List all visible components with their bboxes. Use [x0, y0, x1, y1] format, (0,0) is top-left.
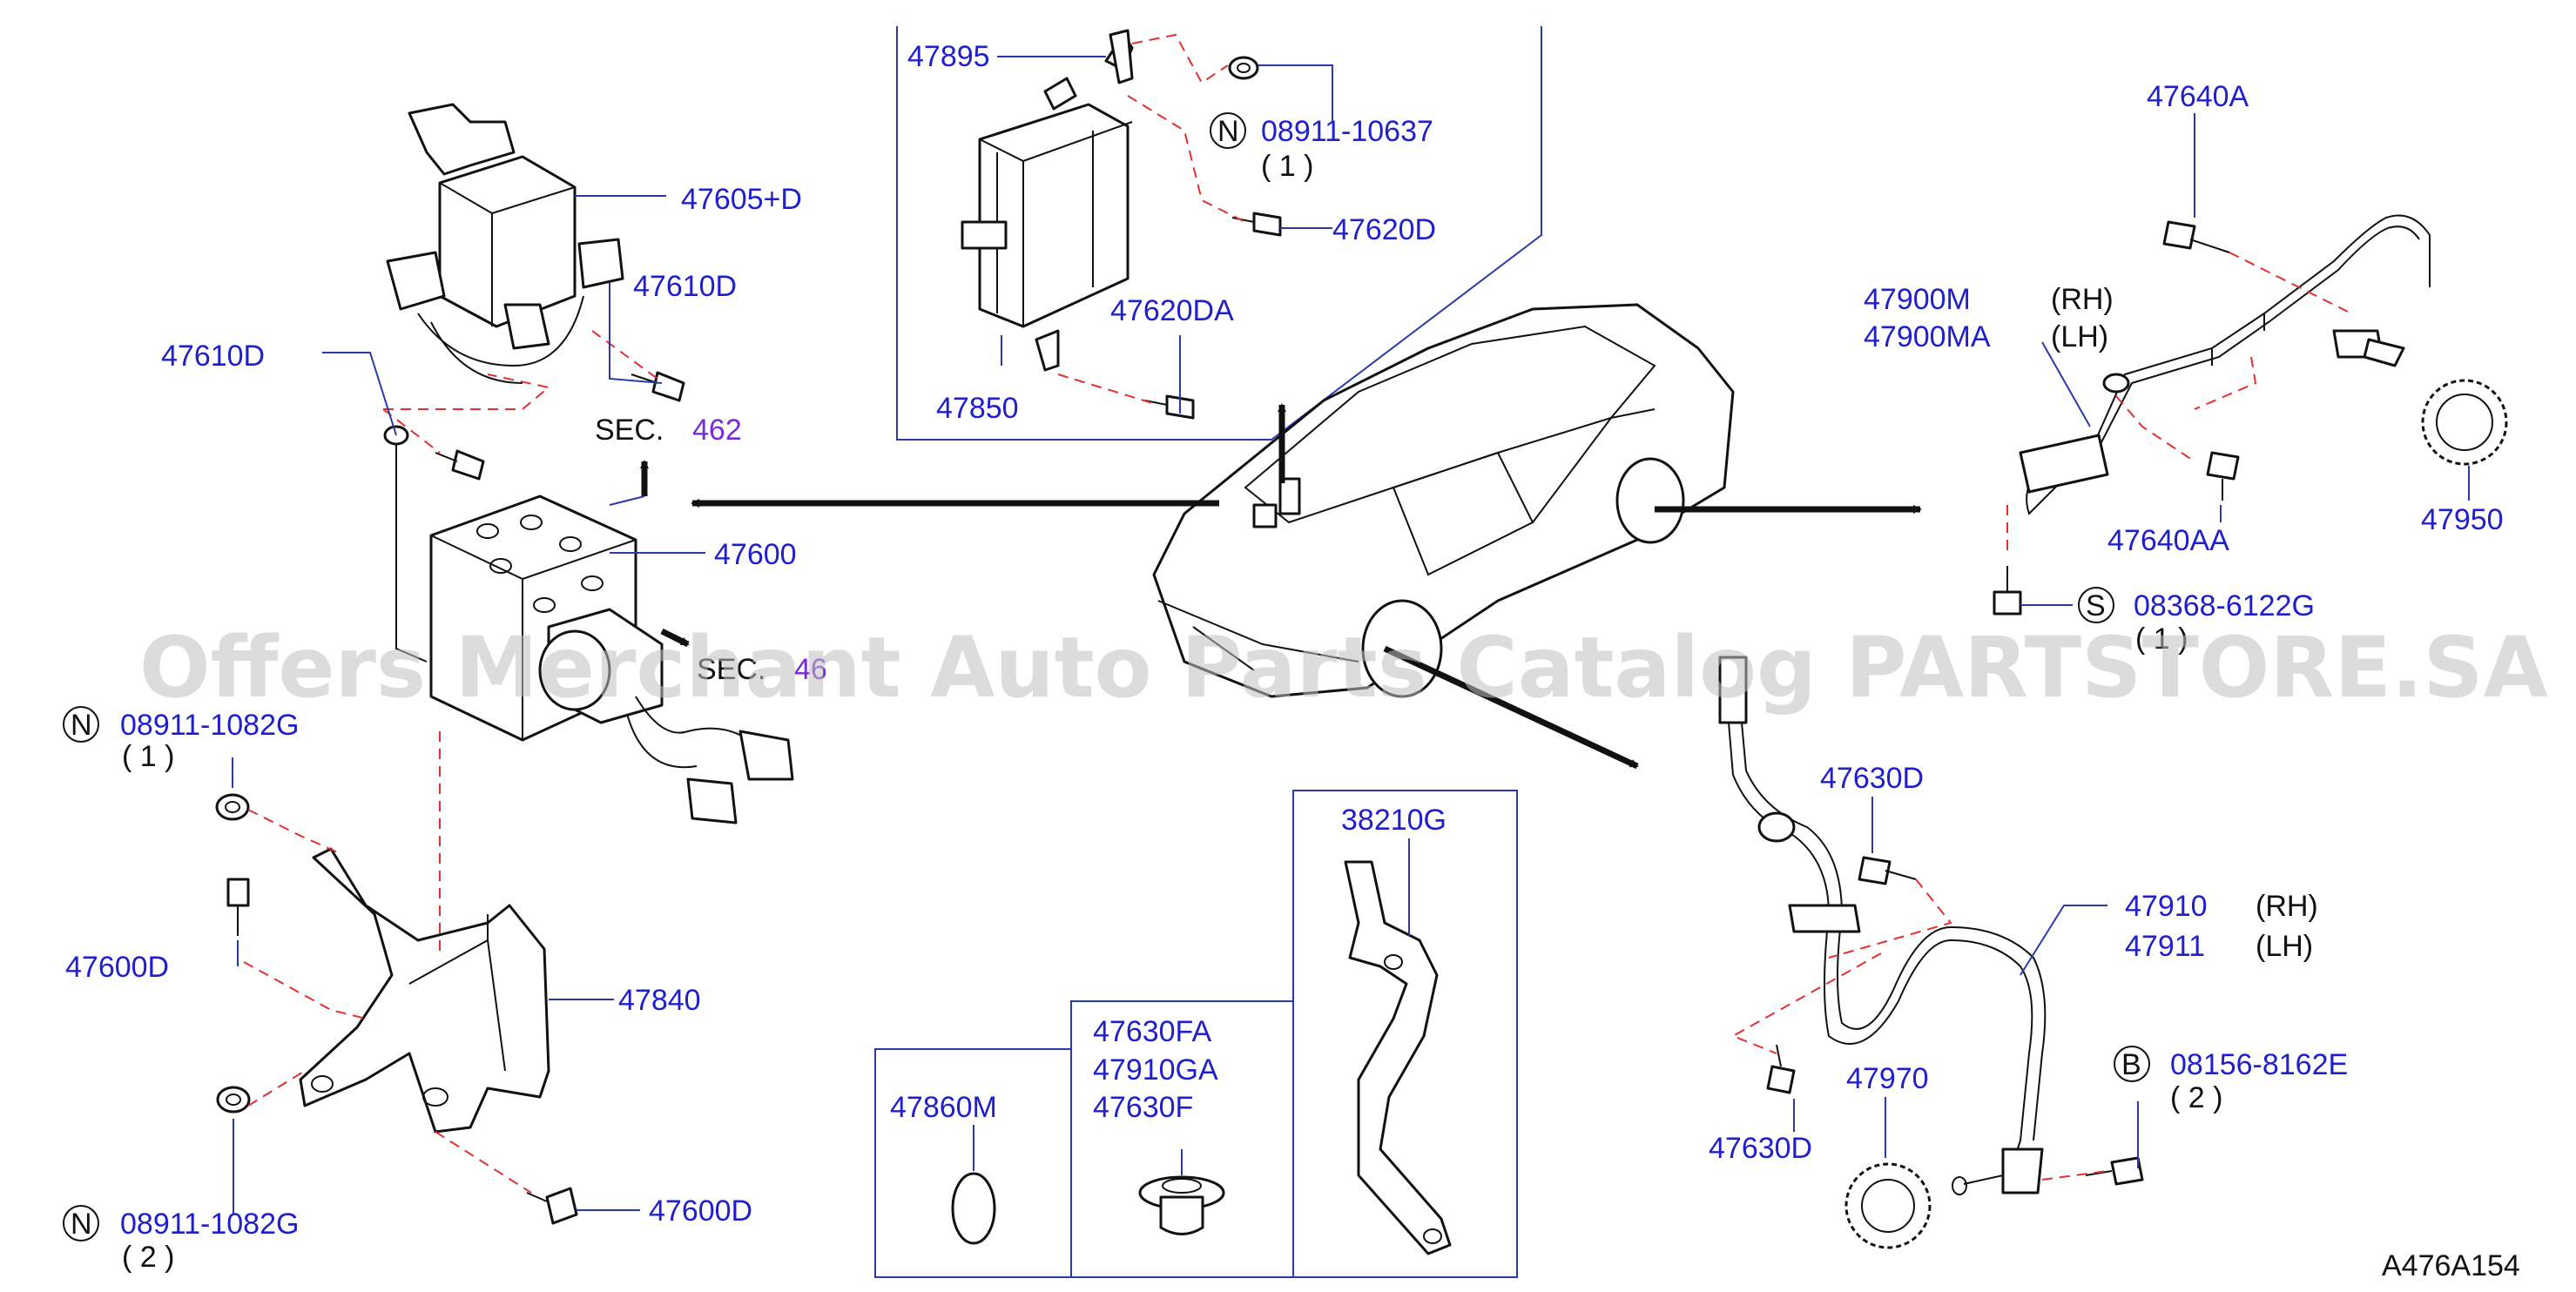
- label-47895[interactable]: 47895: [907, 40, 990, 73]
- bracket-rod-drawing: [395, 440, 428, 663]
- sensor-harness-drawing: [1718, 656, 2047, 1195]
- nut-drawing: [1228, 56, 1259, 80]
- control-unit-inset: 47895 N 08911-10637 ( 1 ) 47620D 47620DA…: [896, 26, 1542, 441]
- bracket-drawing: [1344, 860, 1452, 1255]
- side-47911: (LH): [2256, 930, 2313, 963]
- marker-n-letter: N: [1217, 115, 1239, 148]
- qty-08156-8162E: ( 2 ): [2170, 1081, 2222, 1114]
- bolt-drawing: [1858, 856, 1917, 885]
- marker-n: N: [63, 1205, 99, 1242]
- bottom-inset-boxes: 38210G 47630FA 47910GA 47630F 47860M: [874, 790, 1518, 1278]
- marker-s-letter: S: [2086, 589, 2106, 622]
- qty-08911-1082G: ( 2 ): [122, 1241, 174, 1274]
- marker-n-letter: N: [71, 709, 92, 742]
- marker-n: N: [1210, 112, 1246, 149]
- bracket-drawing: [299, 847, 550, 1134]
- label-47600D[interactable]: 47600D: [65, 951, 169, 984]
- side-47900M: (RH): [2051, 283, 2114, 316]
- label-08911-1082G[interactable]: 08911-1082G: [120, 1208, 299, 1241]
- nut-drawing: [215, 793, 250, 821]
- bolt-drawing: [526, 1187, 578, 1225]
- marker-n: N: [63, 706, 99, 743]
- bolt-drawing: [1766, 1044, 1796, 1094]
- label-47600[interactable]: 47600: [714, 538, 797, 571]
- clip-drawing: [1109, 29, 1134, 84]
- car-drawing: [1152, 303, 1735, 698]
- section-ref-prefix: SEC.: [595, 414, 664, 447]
- relay-unit-drawing: [386, 103, 624, 384]
- bolt-drawing: [2206, 451, 2240, 501]
- label-47630D[interactable]: 47630D: [1709, 1132, 1812, 1165]
- label-47911[interactable]: 47911: [2125, 930, 2205, 963]
- label-38210G[interactable]: 38210G: [1341, 804, 1446, 837]
- bolt-drawing: [1231, 212, 1282, 237]
- section-ref-prefix: SEC.: [697, 653, 765, 686]
- inset-box-clip: [1070, 1000, 1294, 1278]
- label-47630D[interactable]: 47630D: [1820, 762, 1924, 795]
- label-47640A[interactable]: 47640A: [2147, 80, 2249, 113]
- car-arrows: [691, 403, 1922, 770]
- marker-b: B: [2114, 1046, 2150, 1082]
- label-47900MA[interactable]: 47900MA: [1864, 320, 1991, 353]
- label-08156-8162E[interactable]: 08156-8162E: [2170, 1048, 2348, 1081]
- label-47610D[interactable]: 47610D: [161, 340, 265, 373]
- label-08368-6122G[interactable]: 08368-6122G: [2134, 589, 2315, 622]
- bolt-drawing: [1144, 394, 1195, 420]
- label-47610D[interactable]: 47610D: [633, 270, 737, 303]
- marker-n-letter: N: [71, 1208, 92, 1241]
- qty-08911-1082G: ( 1 ): [122, 740, 174, 773]
- label-47910GA[interactable]: 47910GA: [1093, 1053, 1218, 1087]
- label-47605-d[interactable]: 47605+D: [681, 183, 802, 216]
- label-47640AA[interactable]: 47640AA: [2107, 524, 2229, 557]
- nut-drawing: [216, 1086, 251, 1114]
- sensor-harness-drawing: [2019, 214, 2431, 515]
- section-ref-462[interactable]: 462: [692, 414, 742, 447]
- label-47840[interactable]: 47840: [618, 984, 701, 1017]
- label-47970[interactable]: 47970: [1846, 1062, 1929, 1095]
- sensor-rotor-drawing: [2421, 379, 2508, 466]
- label-47620D[interactable]: 47620D: [1332, 213, 1436, 246]
- label-47850[interactable]: 47850: [936, 392, 1019, 425]
- bolt-drawing: [631, 371, 685, 402]
- watermark-text: Offers Merchant Auto Parts Catalog PARTS…: [139, 619, 2548, 717]
- bolt-drawing: [1993, 566, 2022, 616]
- label-47620DA[interactable]: 47620DA: [1110, 294, 1234, 327]
- label-08911-1082G[interactable]: 08911-1082G: [120, 709, 299, 742]
- bolt-drawing: [2162, 220, 2230, 253]
- front-sensor-area: 47630D 47910 (RH) 47911 (LH) B 08156-816…: [1709, 656, 2348, 1249]
- section-ref-46[interactable]: 46: [794, 653, 827, 686]
- side-47910: (RH): [2256, 890, 2318, 923]
- label-47900M[interactable]: 47900M: [1864, 283, 1971, 316]
- side-47900MA: (LH): [2051, 320, 2108, 353]
- label-47860M[interactable]: 47860M: [890, 1091, 997, 1124]
- bolt-drawing: [226, 878, 250, 936]
- bolt-drawing: [2085, 1156, 2144, 1186]
- diagram-code: A476A154: [2382, 1249, 2520, 1282]
- marker-s: S: [2078, 587, 2114, 623]
- label-47600D[interactable]: 47600D: [649, 1194, 752, 1228]
- qty-08911-10637: ( 1 ): [1261, 150, 1313, 183]
- marker-b-letter: B: [2121, 1048, 2141, 1081]
- clip-drawing: [1138, 1175, 1225, 1235]
- rear-sensor-area: 47640A 47900M (RH) 47900MA (LH) 47640AA …: [1864, 80, 2508, 656]
- qty-08368-6122G: ( 1 ): [2135, 622, 2188, 656]
- bolt-drawing: [435, 449, 485, 481]
- plug-drawing: [951, 1172, 996, 1245]
- label-47910[interactable]: 47910: [2125, 890, 2208, 923]
- label-47630FA[interactable]: 47630FA: [1093, 1015, 1211, 1048]
- label-47950[interactable]: 47950: [2421, 503, 2504, 536]
- label-08911-10637[interactable]: 08911-10637: [1261, 115, 1433, 148]
- control-unit-drawing: [961, 33, 1134, 372]
- actuator-area: 47605+D 47610D 47610D SEC. 462 47600 SEC…: [63, 103, 827, 1274]
- label-47630F[interactable]: 47630F: [1093, 1091, 1193, 1124]
- hydraulic-unit-drawing: [429, 495, 794, 824]
- inset-box-38210G: [1292, 790, 1518, 1278]
- sensor-rotor-drawing: [1844, 1162, 1932, 1249]
